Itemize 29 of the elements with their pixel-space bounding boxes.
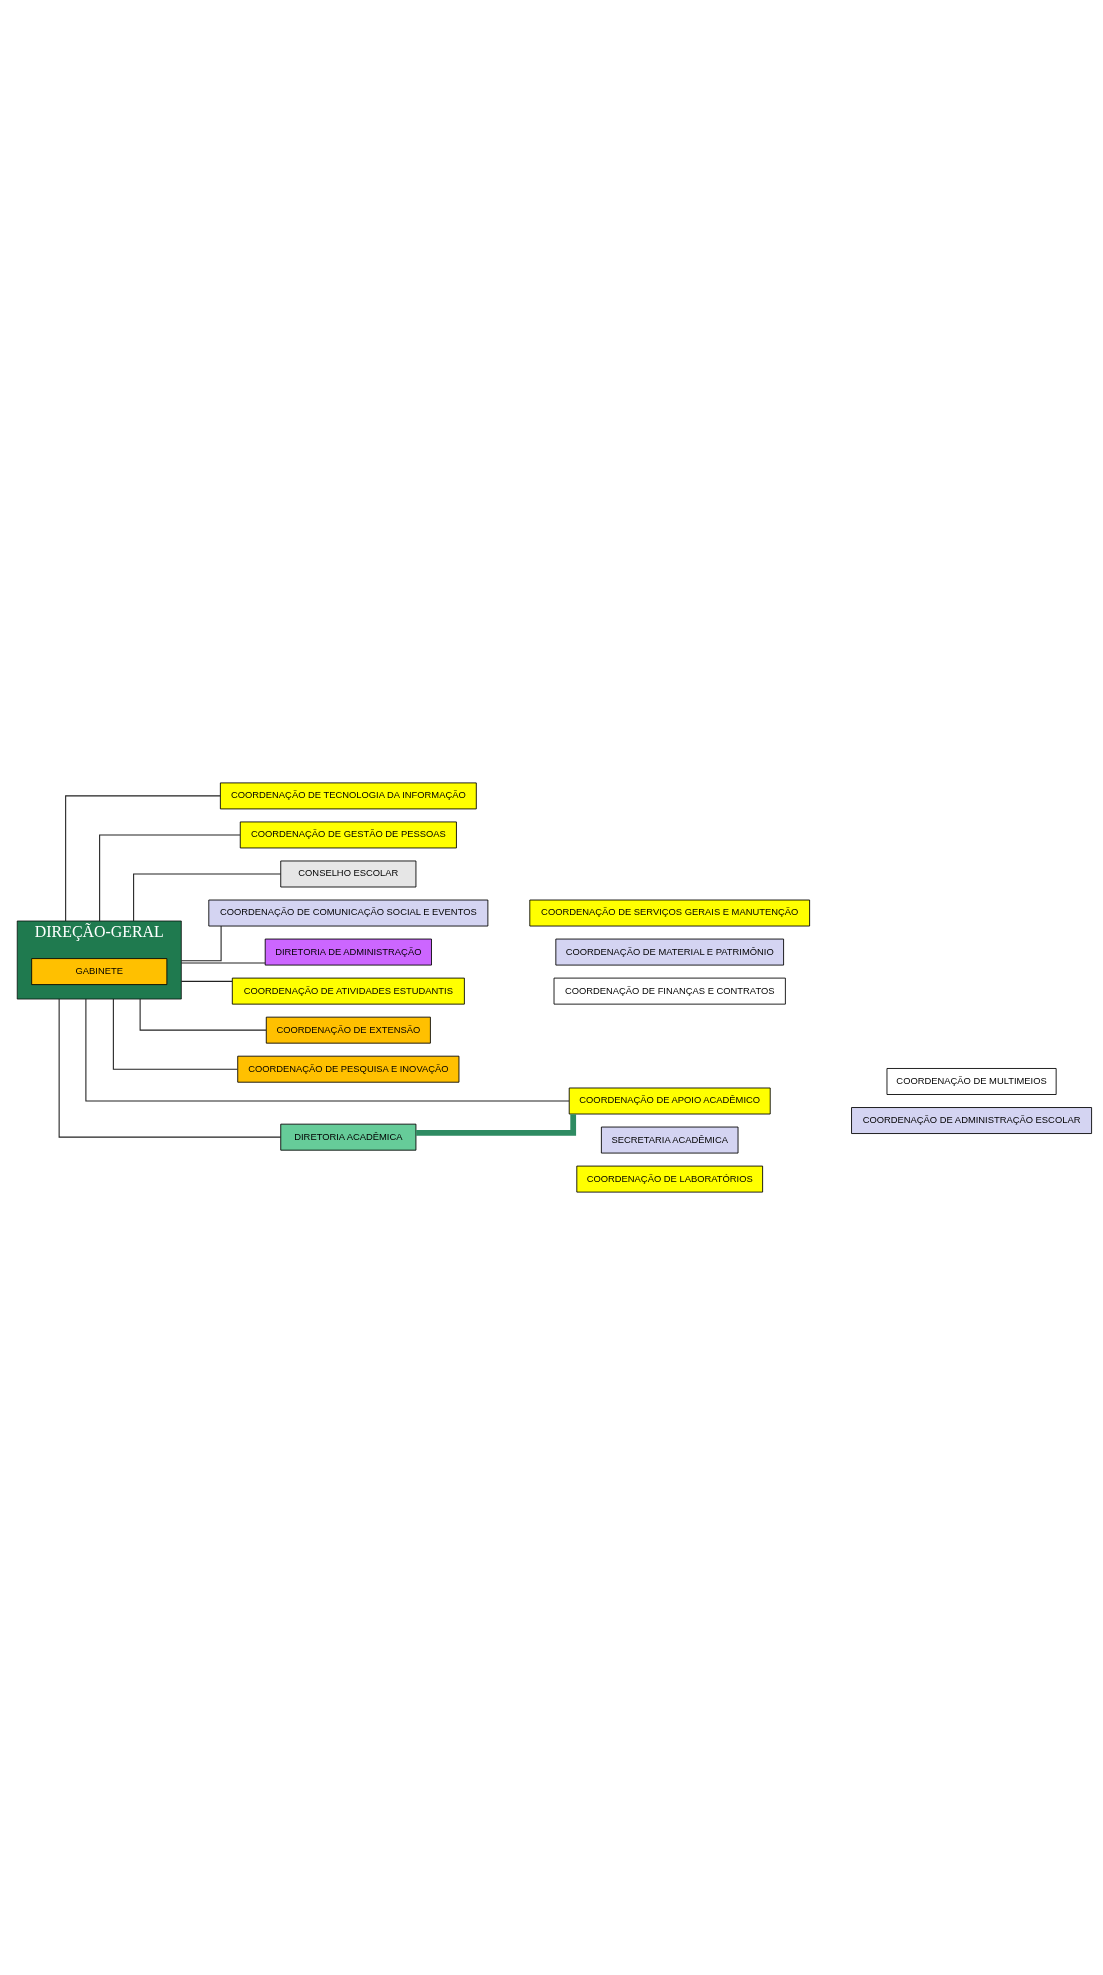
node-box: DIRETORIA DE ADMINISTRAÇÃO — [264, 938, 432, 966]
node-box: COORDENAÇÃO DE SERVIÇOS GERAIS E MANUTENÇÃO — [529, 899, 811, 927]
node-box: SECRETARIA ACADÊMICA — [600, 1126, 739, 1154]
node-box: CONSELHO ESCOLAR — [280, 860, 417, 888]
node-box: COORDENAÇÃO DE APOIO ACADÊMICO — [568, 1087, 771, 1115]
connector — [139, 998, 267, 1031]
connector — [180, 962, 266, 964]
node-box: GABINETE — [31, 958, 168, 986]
connector — [180, 980, 233, 982]
node-box: COORDENAÇÃO DE PESQUISA E INOVAÇÃO — [237, 1055, 460, 1083]
node-box: COORDENAÇÃO DE LABORATÓRIOS — [576, 1165, 764, 1193]
connector — [85, 998, 570, 1102]
node-box: COORDENAÇÃO DE EXTENSÃO — [265, 1016, 431, 1044]
connector — [416, 1114, 577, 1136]
connector — [65, 795, 221, 922]
connector — [58, 998, 282, 1138]
node-box: COORDENAÇÃO DE ATIVIDADES ESTUDANTIS — [231, 977, 465, 1005]
node-box: COORDENAÇÃO DE ADMINISTRAÇÃO ESCOLAR — [851, 1107, 1092, 1134]
node-box: COORDENAÇÃO DE MATERIAL E PATRIMÔNIO — [555, 938, 784, 966]
connector — [99, 834, 241, 922]
node-box: COORDENAÇÃO DE GESTÃO DE PESSOAS — [239, 821, 457, 849]
node-box: COORDENAÇÃO DE COMUNICAÇÃO SOCIAL E EVENTOS — [208, 899, 489, 927]
node-box: COORDENAÇÃO DE FINANÇAS E CONTRATOS — [553, 977, 786, 1005]
node-box: DIRETORIA ACADÊMICA — [280, 1123, 417, 1151]
node-box: COORDENAÇÃO DE MULTIMEIOS — [886, 1068, 1057, 1095]
node-box: COORDENAÇÃO DE TECNOLOGIA DA INFORMAÇÃO — [219, 782, 477, 810]
connector — [112, 998, 238, 1070]
connector — [133, 873, 282, 922]
connector — [180, 925, 222, 962]
